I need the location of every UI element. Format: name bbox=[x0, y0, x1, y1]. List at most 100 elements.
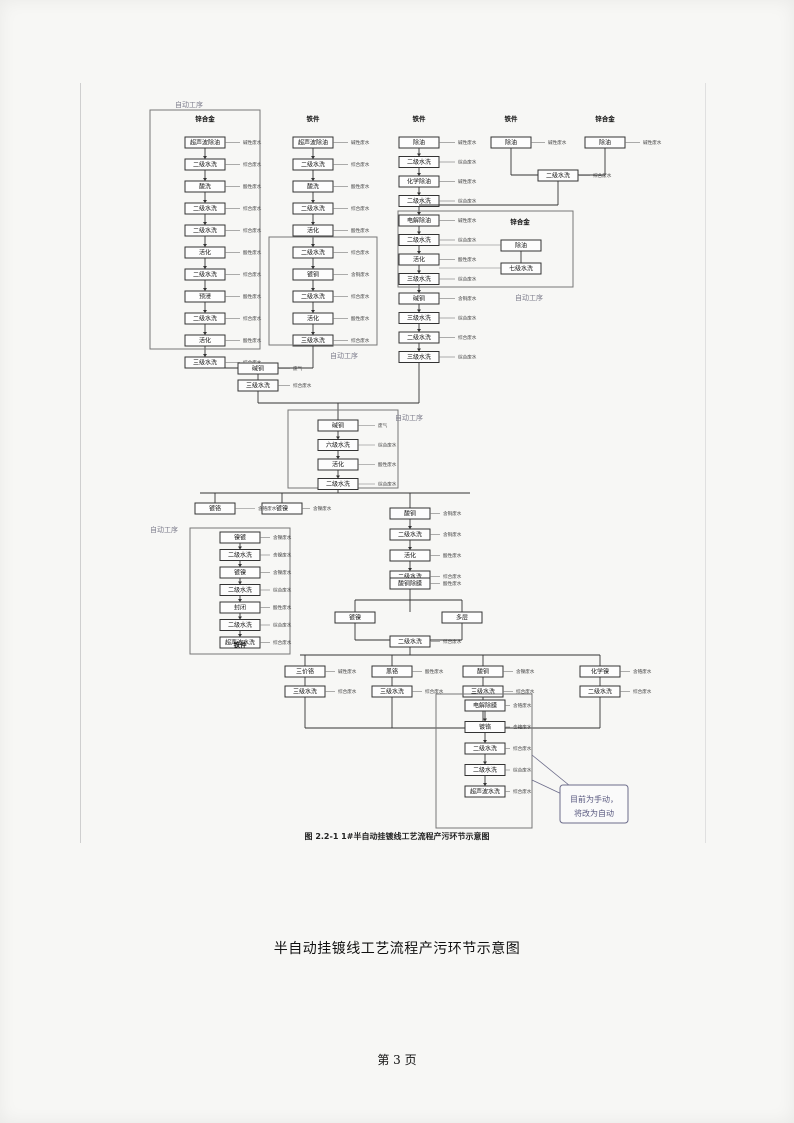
arrow-head bbox=[311, 222, 315, 225]
arrow-head bbox=[238, 599, 242, 602]
arrow-head bbox=[417, 290, 421, 293]
pollutant-note: 含镍废水 bbox=[273, 569, 292, 576]
pollutant-note: 含铜废水 bbox=[351, 271, 370, 278]
input-label: 锌合金 bbox=[510, 217, 530, 226]
pollutant-note: 综合废水 bbox=[243, 315, 262, 322]
pollutant-note: 综合废水 bbox=[351, 205, 370, 212]
pollutant-note: 碱性废水 bbox=[338, 668, 357, 675]
process-step-label: 酸铜 bbox=[404, 510, 416, 518]
pollutant-note: 综合废水 bbox=[458, 159, 477, 166]
output-label: 铁件 bbox=[233, 640, 248, 649]
process-step-label: 活化 bbox=[413, 256, 425, 264]
arrow-head bbox=[311, 288, 315, 291]
pollutant-note: 综合废水 bbox=[425, 688, 444, 695]
process-step-label: 三级水洗 bbox=[407, 314, 431, 322]
arrow-head bbox=[483, 740, 487, 743]
arrow-head bbox=[311, 178, 315, 181]
process-step-label: 除油 bbox=[599, 139, 611, 147]
process-step-label: 三级水洗 bbox=[301, 337, 325, 345]
arrow-head bbox=[311, 200, 315, 203]
pollutant-note: 综合废水 bbox=[513, 767, 532, 774]
pollutant-note: 酸性废水 bbox=[243, 183, 262, 190]
process-step-label: 预浸 bbox=[199, 293, 211, 301]
pollutant-note: 酸性废水 bbox=[443, 552, 462, 559]
process-step-label: 镀镍 bbox=[349, 614, 361, 622]
arrow-head bbox=[417, 251, 421, 254]
process-step-label: 镀铜 bbox=[307, 271, 319, 279]
process-step-label: 二级水洗 bbox=[326, 480, 350, 488]
arrow-head bbox=[417, 212, 421, 215]
pollutant-note: 综合废水 bbox=[443, 573, 462, 580]
process-step-label: 酸铜 bbox=[477, 668, 489, 676]
arrow-head bbox=[311, 266, 315, 269]
process-step-label: 二级水洗 bbox=[193, 271, 217, 279]
process-step-label: 镀镍 bbox=[234, 569, 246, 577]
pollutant-note: 综合废水 bbox=[243, 205, 262, 212]
process-step-label: 二级水洗 bbox=[193, 205, 217, 213]
arrow-head bbox=[203, 178, 207, 181]
process-step-label: 二级水洗 bbox=[228, 551, 252, 559]
input-label: 铁件 bbox=[412, 114, 427, 123]
pollutant-note: 含镍废水 bbox=[273, 552, 292, 559]
process-step-label: 超声波水洗 bbox=[225, 639, 255, 647]
arrow-head bbox=[238, 546, 242, 550]
figure-right-rule bbox=[705, 83, 706, 843]
process-step-label: 二级水洗 bbox=[407, 236, 431, 244]
process-step-label: 酸洗 bbox=[307, 183, 319, 191]
arrow-head bbox=[203, 222, 207, 225]
process-step-label: 化学除油 bbox=[407, 178, 431, 186]
pollutant-note: 酸性废水 bbox=[425, 668, 444, 675]
process-step-label: 三级水洗 bbox=[293, 688, 317, 696]
pollutant-note: 综合废水 bbox=[593, 172, 612, 179]
process-step-label: 三级水洗 bbox=[380, 688, 404, 696]
arrow-head bbox=[311, 310, 315, 313]
pollutant-note: 含铬废水 bbox=[633, 668, 652, 675]
callout-text-1: 目前为手动， bbox=[570, 794, 618, 804]
figure-caption: 图 2.2-1 1#半自动挂镀线工艺流程产污环节示意图 bbox=[304, 832, 490, 841]
arrow-head bbox=[203, 332, 207, 335]
arrow-head bbox=[417, 309, 421, 313]
callout-text-2: 将改为自动 bbox=[574, 808, 614, 818]
pollutant-note: 综合废水 bbox=[293, 382, 312, 389]
process-step-label: 三级水洗 bbox=[407, 275, 431, 283]
process-step-label: 三级水洗 bbox=[407, 353, 431, 361]
process-step-label: 二级水洗 bbox=[193, 227, 217, 235]
pollutant-note: 酸性废水 bbox=[273, 604, 292, 611]
process-step-label: 二级水洗 bbox=[407, 334, 431, 342]
pollutant-note: 综合废水 bbox=[443, 638, 462, 645]
arrow-head bbox=[238, 616, 242, 620]
process-step-label: 二级水洗 bbox=[407, 197, 431, 205]
pollutant-note: 综合废水 bbox=[458, 237, 477, 244]
pollutant-note: 综合废水 bbox=[458, 198, 477, 205]
process-step-label: 活化 bbox=[199, 337, 211, 345]
arrow-head bbox=[203, 288, 207, 291]
auto-process-label: 自动工序 bbox=[330, 351, 358, 360]
page-number: 第 3 页 bbox=[377, 1053, 417, 1067]
process-step-label: 电解除油 bbox=[407, 217, 431, 225]
auto-process-group bbox=[189, 527, 291, 655]
pollutant-note: 综合废水 bbox=[458, 334, 477, 341]
pollutant-note: 含镍废水 bbox=[516, 668, 535, 675]
arrow-head bbox=[417, 153, 421, 157]
pollutant-note: 酸性废水 bbox=[351, 315, 370, 322]
process-step-label: 三级水洗 bbox=[246, 382, 270, 390]
pollutant-note: 含铜废水 bbox=[443, 510, 462, 517]
callout-box bbox=[559, 784, 629, 824]
pollutant-note: 酸性废水 bbox=[243, 249, 262, 256]
pollutant-note: 酸性废水 bbox=[378, 461, 397, 468]
auto-process-group bbox=[268, 236, 378, 346]
process-step-label: 二级水洗 bbox=[398, 531, 422, 539]
pollutant-note: 碱性废水 bbox=[548, 139, 567, 146]
process-step-label: 二级水洗 bbox=[301, 293, 325, 301]
auto-process-label: 自动工序 bbox=[175, 100, 203, 109]
pollutant-note: 酸性废水 bbox=[443, 580, 462, 587]
pollutant-note: 综合废水 bbox=[378, 442, 397, 449]
auto-process-label: 自动工序 bbox=[150, 525, 178, 534]
pollutant-note: 综合废水 bbox=[243, 161, 262, 168]
process-step-label: 活化 bbox=[307, 315, 319, 323]
pollutant-note: 综合废水 bbox=[351, 337, 370, 344]
arrow-head bbox=[238, 634, 242, 637]
arrow-head bbox=[417, 173, 421, 176]
process-step-label: 六级水洗 bbox=[326, 441, 350, 449]
page-title: 半自动挂镀线工艺流程产污环节示意图 bbox=[273, 941, 521, 957]
